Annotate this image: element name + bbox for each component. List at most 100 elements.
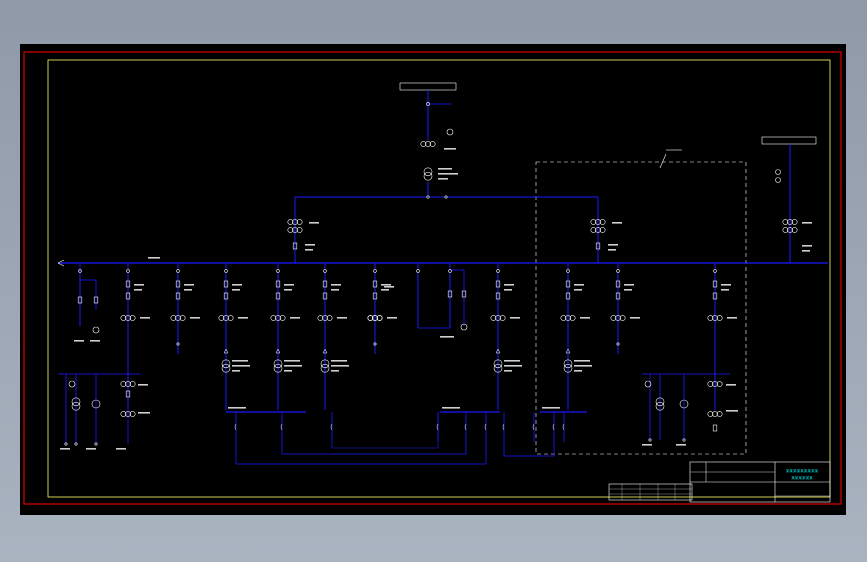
interconnect-loop: [235, 442, 487, 465]
breaker-symbol: [125, 292, 131, 300]
text-tick: [438, 178, 448, 180]
ct-coil: [223, 315, 229, 321]
ct-coil: [179, 315, 186, 321]
current-transformer-symbol: [170, 315, 186, 321]
text-tick: [284, 289, 292, 291]
drawing-border: [47, 59, 831, 498]
text-tick: [574, 370, 582, 372]
current-transformer-symbol: [120, 411, 136, 417]
isolator-symbol: [616, 269, 620, 273]
current-transformer-symbol: [120, 315, 136, 321]
meter-symbol: [446, 128, 454, 136]
aux-transformer: [460, 323, 468, 331]
text-tick: [309, 222, 319, 224]
text-tick: [802, 250, 810, 252]
xfmr-winding: [320, 363, 330, 373]
transformer-symbol: [655, 397, 665, 411]
breaker-symbol: [495, 292, 501, 300]
text-tick: [612, 222, 622, 224]
ct-coil: [782, 219, 789, 225]
breaker-symbol: [615, 280, 621, 288]
cad-viewport[interactable]: 某某某某某某某某某 某某某某某某: [20, 44, 846, 515]
ct-coil: [615, 315, 621, 321]
text-tick: [184, 284, 194, 286]
text-tick: [331, 284, 341, 286]
text-tick: [138, 412, 150, 414]
ct-coil: [376, 315, 383, 321]
ct-coil: [129, 411, 136, 417]
isolator-symbol: [448, 269, 452, 273]
ct-coil: [287, 219, 294, 225]
text-tick: [438, 173, 458, 175]
text-tick: [337, 317, 347, 319]
xfmr-winding: [273, 359, 283, 369]
ct-coil: [296, 219, 303, 225]
ct-coil: [326, 315, 333, 321]
ct-coil: [120, 315, 127, 321]
ct-coil: [590, 219, 597, 225]
devices: [60, 102, 812, 450]
xfmr-winding: [71, 397, 81, 407]
cable-symbol: [234, 423, 237, 431]
breaker-symbol: [223, 280, 229, 288]
text-tick: [726, 410, 738, 412]
breaker-symbol: [292, 242, 298, 250]
ct-coil: [420, 141, 427, 147]
single-line-diagram: 某某某某某某某某某 某某某某某某: [23, 51, 842, 505]
current-transformer-symbol: [707, 411, 723, 417]
transformer-symbol: [423, 167, 433, 181]
ct-coil: [560, 315, 567, 321]
ct-coil: [590, 227, 597, 233]
ct-coil: [429, 141, 436, 147]
breaker-symbol: [125, 280, 131, 288]
text-tick: [232, 284, 242, 286]
ct-coil: [787, 227, 793, 233]
bus-end-marker: [57, 262, 65, 267]
text-tick: [444, 148, 456, 150]
text-tick: [140, 317, 150, 319]
transformer-symbol: [71, 397, 81, 411]
ct-coil: [322, 315, 328, 321]
breaker-symbol: [712, 292, 718, 300]
ct-coil: [499, 315, 506, 321]
text-tick: [134, 289, 142, 291]
ct-coil: [716, 411, 723, 417]
current-transformer-symbol: [367, 315, 383, 321]
xfmr-winding: [320, 359, 330, 369]
ct-coil: [372, 315, 378, 321]
text-tick: [331, 360, 347, 362]
ct-coil: [170, 315, 177, 321]
wiring: [57, 90, 828, 465]
ct-coil: [787, 219, 793, 225]
text-tick: [381, 289, 389, 291]
text-tick: [232, 365, 250, 367]
text-tick: [442, 407, 460, 409]
ct-coil: [120, 381, 127, 387]
junction-dot: [444, 195, 448, 199]
arrow-symbol: [275, 348, 281, 354]
ct-coil: [707, 411, 714, 417]
breaker-symbol: [322, 280, 328, 288]
breaker-symbol: [712, 280, 718, 288]
text-tick: [504, 360, 520, 362]
current-transformer-symbol: [560, 315, 576, 321]
ct-coil: [791, 227, 798, 233]
right-source-box: [761, 136, 817, 145]
current-transformer-symbol: [590, 227, 606, 233]
breaker-symbol: [712, 424, 718, 432]
text-tick: [190, 317, 200, 319]
arrow-symbol: [223, 348, 229, 354]
text-tick: [284, 284, 294, 286]
breaker-symbol: [447, 290, 453, 298]
terminal-symbol: [648, 438, 652, 442]
current-transformer-symbol: [120, 381, 136, 387]
transformer-symbol: [320, 359, 330, 373]
text-tick: [630, 317, 640, 319]
ct-coil: [175, 315, 181, 321]
text-tick: [86, 448, 96, 450]
fuse-symbol: [426, 102, 430, 106]
ct-coil: [292, 227, 298, 233]
text-tick: [232, 289, 240, 291]
text-tick: [284, 370, 292, 372]
terminal-symbol: [74, 442, 78, 446]
